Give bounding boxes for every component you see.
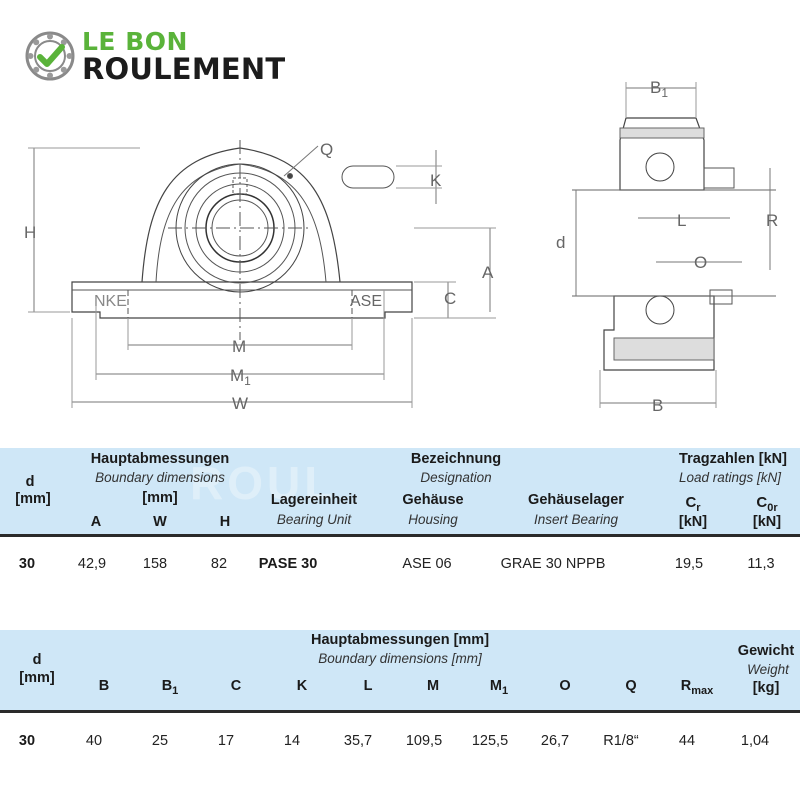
technical-drawing: H Q K A C M M1 W NKE ASE B1 L R d O B xyxy=(24,78,778,415)
t2-group-main-de: Hauptabmessungen [mm] xyxy=(310,632,490,648)
table2-rule xyxy=(0,710,800,713)
row-Cr: 19,5 xyxy=(674,556,704,572)
front-view xyxy=(28,140,496,408)
label-M1: M1 xyxy=(230,366,251,388)
label-W: W xyxy=(232,394,248,413)
table1-header xyxy=(0,448,800,534)
t2-group-weight-en: Weight xyxy=(747,662,789,677)
label-Q: Q xyxy=(320,140,333,159)
col-housing-en: Housing xyxy=(408,512,458,527)
group-designation-en: Designation xyxy=(420,470,492,485)
t2-row-B: 40 xyxy=(85,733,103,749)
row-W: 158 xyxy=(142,556,168,572)
t2-row-Rmax: 44 xyxy=(678,733,696,749)
t2-row-B1: 25 xyxy=(151,733,169,749)
label-M: M xyxy=(232,337,246,356)
group-main-unit: [mm] xyxy=(142,490,178,506)
group-load-de: Tragzahlen [kN] xyxy=(679,451,787,467)
t2-row-O: 26,7 xyxy=(540,733,570,749)
col-insert-en: Insert Bearing xyxy=(533,512,619,527)
group-designation-de: Bezeichnung xyxy=(410,451,502,467)
t2-group-weight-de: Gewicht xyxy=(737,643,795,659)
brand-nke: NKE xyxy=(94,293,127,310)
brand-logo: LE BON ROULEMENT xyxy=(24,28,304,88)
label-L: L xyxy=(677,211,686,230)
t2-row-Q: R1/8“ xyxy=(603,733,639,749)
row-A: 42,9 xyxy=(77,556,107,572)
col-d-label: d xyxy=(25,474,35,490)
row-C0r: 11,3 xyxy=(747,556,775,572)
label-H: H xyxy=(24,223,36,242)
t2-col-d-unit: [mm] xyxy=(19,670,55,686)
t2-col-C: C xyxy=(230,678,242,694)
label-R: R xyxy=(766,211,778,230)
row-H: 82 xyxy=(210,556,228,572)
t2-row-d: 30 xyxy=(18,733,36,749)
col-unit-en: Bearing Unit xyxy=(276,512,352,527)
t2-col-B1: B1 xyxy=(161,678,179,697)
table-load-ratings: ROUL d [mm] Hauptabmessungen Boundary di… xyxy=(0,448,800,588)
table1-rule xyxy=(0,534,800,537)
row-d: 30 xyxy=(18,556,36,572)
watermark: ROUL xyxy=(190,457,337,509)
table-dimensions: d [mm] Hauptabmessungen [mm] Boundary di… xyxy=(0,630,800,770)
logo-text-line1: LE BON xyxy=(82,27,188,56)
t2-row-C: 17 xyxy=(217,733,235,749)
label-C: C xyxy=(444,289,456,308)
col-Cr: Cr xyxy=(685,494,701,514)
t2-col-M: M xyxy=(426,678,440,694)
label-B: B xyxy=(652,396,663,415)
t2-col-L: L xyxy=(363,678,373,694)
brand-ase: ASE xyxy=(350,293,382,310)
t2-col-K: K xyxy=(296,678,308,694)
label-B1: B1 xyxy=(650,78,668,100)
col-d-unit: [mm] xyxy=(15,491,51,507)
t2-col-B: B xyxy=(98,678,110,694)
t2-col-M1: M1 xyxy=(489,678,509,697)
t2-group-main-en: Boundary dimensions [mm] xyxy=(318,651,482,666)
col-unit-de: Lagereinheit xyxy=(270,492,358,508)
col-Cr-unit: [kN] xyxy=(678,514,708,530)
side-view xyxy=(572,82,776,408)
t2-group-weight-unit: [kg] xyxy=(752,680,780,696)
col-H: H xyxy=(219,514,231,530)
row-housing: ASE 06 xyxy=(402,556,452,572)
t2-col-O: O xyxy=(559,678,571,694)
t2-row-K: 14 xyxy=(283,733,301,749)
t2-row-weight: 1,04 xyxy=(740,733,770,749)
label-A: A xyxy=(482,263,494,282)
row-insert: GRAE 30 NPPB xyxy=(500,556,606,572)
t2-col-d-label: d xyxy=(32,652,42,668)
label-d: d xyxy=(556,233,565,252)
col-C0r-unit: [kN] xyxy=(752,514,782,530)
col-C0r: C0r xyxy=(756,494,778,514)
table2-header xyxy=(0,630,800,710)
t2-row-M1: 125,5 xyxy=(471,733,509,749)
row-unit: PASE 30 xyxy=(258,556,318,572)
col-W: W xyxy=(153,514,167,530)
t2-col-Q: Q xyxy=(625,678,637,694)
col-insert-de: Gehäuselager xyxy=(528,492,624,508)
group-main-de: Hauptabmessungen xyxy=(90,451,230,467)
col-A: A xyxy=(90,514,102,530)
group-main-en: Boundary dimensions xyxy=(95,470,225,485)
t2-row-L: 35,7 xyxy=(343,733,373,749)
label-O: O xyxy=(694,253,707,272)
col-housing-de: Gehäuse xyxy=(402,492,464,508)
group-load-en: Load ratings [kN] xyxy=(678,470,782,485)
label-K: K xyxy=(430,171,442,190)
bearing-check-icon xyxy=(25,31,75,81)
t2-col-Rmax: Rmax xyxy=(680,678,714,697)
t2-row-M: 109,5 xyxy=(405,733,443,749)
logo-text-line2: ROULEMENT xyxy=(82,52,286,86)
